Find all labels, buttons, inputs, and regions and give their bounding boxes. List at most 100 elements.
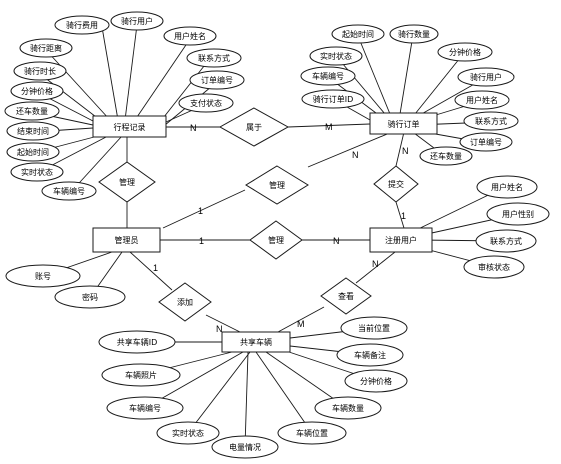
- svg-text:车辆备注: 车辆备注: [354, 350, 386, 360]
- relationships: 属于 管理 管理 提交 管理 添加 查看: [98, 107, 419, 322]
- svg-text:管理: 管理: [268, 235, 284, 245]
- svg-text:骑行订单ID: 骑行订单ID: [313, 94, 354, 104]
- attribute: 联系方式: [186, 48, 242, 68]
- cardinality-labels: N M 1 N N 1 1 N 1 N N M: [153, 122, 409, 334]
- attribute: 电量情况: [211, 435, 279, 459]
- cardinality-trip-belongs: N: [190, 123, 197, 133]
- attribute: 订单编号: [459, 132, 513, 152]
- cardinality-order-submit: N: [402, 146, 409, 156]
- admin-attributes: 账号 密码: [5, 264, 126, 309]
- entity-shared-car: 共享车辆: [221, 331, 291, 353]
- entity-trip-record: 行程记录: [92, 115, 167, 138]
- svg-text:查看: 查看: [338, 291, 354, 301]
- attribute: 骑行费用: [54, 15, 110, 35]
- svg-text:管理员: 管理员: [115, 235, 139, 245]
- attribute: 用户姓名: [163, 26, 217, 46]
- cardinality-manage-order: N: [352, 150, 359, 160]
- svg-text:车辆编号: 车辆编号: [312, 71, 344, 81]
- attribute: 还车数量: [4, 101, 60, 121]
- svg-text:行程记录: 行程记录: [114, 122, 146, 132]
- svg-text:订单编号: 订单编号: [201, 75, 233, 85]
- entity-ride-order: 骑行订单: [369, 112, 438, 135]
- svg-text:属于: 属于: [246, 123, 262, 132]
- cardinality-admin-manage: 1: [199, 236, 204, 246]
- attribute: 共享车辆ID: [98, 330, 176, 354]
- svg-text:用户姓名: 用户姓名: [174, 31, 206, 41]
- ride-order-attributes: 起始时间 骑行数量 实时状态 分钟价格 车辆编号 骑行用户 骑行订单ID 用户姓…: [300, 24, 519, 166]
- svg-text:实时状态: 实时状态: [320, 51, 352, 61]
- svg-text:注册用户: 注册用户: [385, 235, 417, 245]
- attribute: 车辆编号: [41, 181, 97, 201]
- svg-text:实时状态: 实时状态: [21, 167, 53, 177]
- cardinality-belongs-order: M: [325, 122, 333, 132]
- svg-text:骑行数量: 骑行数量: [398, 29, 430, 39]
- svg-text:联系方式: 联系方式: [198, 53, 230, 63]
- registered-user-attributes: 用户姓名 用户性别 联系方式 审核状态: [463, 175, 550, 279]
- attribute: 骑行数量: [389, 24, 439, 44]
- svg-text:车辆编号: 车辆编号: [53, 186, 85, 196]
- attribute: 车辆位置: [277, 421, 347, 445]
- svg-text:骑行距离: 骑行距离: [30, 43, 62, 53]
- svg-text:用户姓名: 用户姓名: [491, 182, 523, 192]
- attribute: 用户姓名: [454, 90, 510, 110]
- svg-text:骑行订单: 骑行订单: [388, 119, 420, 129]
- attribute: 车辆编号: [300, 66, 356, 86]
- svg-text:审核状态: 审核状态: [478, 262, 510, 272]
- svg-text:实时状态: 实时状态: [172, 428, 204, 438]
- svg-text:添加: 添加: [177, 297, 193, 307]
- svg-text:分钟价格: 分钟价格: [449, 47, 481, 57]
- attribute: 骑行用户: [110, 11, 164, 31]
- attribute: 联系方式: [463, 111, 519, 131]
- cardinality-add-car: N: [216, 324, 223, 334]
- attribute: 实时状态: [10, 162, 64, 182]
- cardinality-view-car: M: [297, 319, 305, 329]
- svg-text:电量情况: 电量情况: [229, 442, 261, 452]
- svg-text:还车数量: 还车数量: [430, 151, 462, 161]
- attribute: 骑行距离: [19, 38, 73, 58]
- svg-text:车辆数量: 车辆数量: [332, 403, 364, 413]
- attribute: 分钟价格: [437, 42, 493, 62]
- attribute: 当前位置: [340, 316, 408, 340]
- attribute: 支付状态: [178, 93, 234, 113]
- cardinality-user-view: N: [372, 259, 379, 269]
- svg-text:骑行时长: 骑行时长: [24, 66, 56, 76]
- attribute: 分钟价格: [344, 369, 408, 393]
- attribute: 用户性别: [486, 202, 550, 226]
- svg-text:骑行用户: 骑行用户: [470, 72, 502, 82]
- svg-text:管理: 管理: [119, 177, 135, 187]
- svg-text:起始时间: 起始时间: [17, 147, 49, 157]
- attribute: 结束时间: [6, 121, 60, 141]
- attribute: 账号: [5, 264, 81, 288]
- svg-text:起始时间: 起始时间: [342, 29, 374, 39]
- relation-add: 添加: [158, 282, 212, 322]
- relation-manage-order: 管理: [245, 165, 309, 205]
- svg-text:联系方式: 联系方式: [490, 236, 522, 246]
- attribute: 车辆照片: [101, 363, 181, 387]
- attribute: 起始时间: [6, 142, 60, 162]
- svg-text:车辆照片: 车辆照片: [125, 370, 157, 380]
- svg-text:骑行用户: 骑行用户: [121, 16, 153, 26]
- trip-record-attributes: 骑行费用 骑行用户 用户姓名 骑行距离 联系方式 骑行时长 订单编号 分钟价格 …: [4, 11, 245, 201]
- relation-belongs: 属于: [218, 107, 290, 147]
- cardinality-trip-manage: 1: [198, 206, 203, 216]
- relation-submit: 提交: [373, 165, 419, 203]
- attribute: 骑行用户: [457, 67, 515, 87]
- attribute: 骑行订单ID: [301, 89, 365, 109]
- relation-view: 查看: [320, 277, 372, 315]
- attribute: 骑行时长: [13, 61, 67, 81]
- svg-text:管理: 管理: [269, 180, 285, 190]
- attribute: 联系方式: [475, 229, 537, 253]
- attribute: 车辆数量: [314, 396, 382, 420]
- attribute: 分钟价格: [10, 81, 64, 101]
- svg-text:车辆位置: 车辆位置: [296, 428, 328, 438]
- attribute: 密码: [54, 285, 126, 309]
- relation-manage-trip: 管理: [98, 161, 156, 203]
- entities: 行程记录 骑行订单 管理员 注册用户 共享车辆: [92, 112, 438, 353]
- attribute: 实时状态: [309, 46, 363, 66]
- svg-text:提交: 提交: [388, 179, 404, 189]
- svg-text:用户性别: 用户性别: [502, 209, 534, 219]
- entity-admin: 管理员: [92, 227, 161, 253]
- svg-text:车辆编号: 车辆编号: [129, 403, 161, 413]
